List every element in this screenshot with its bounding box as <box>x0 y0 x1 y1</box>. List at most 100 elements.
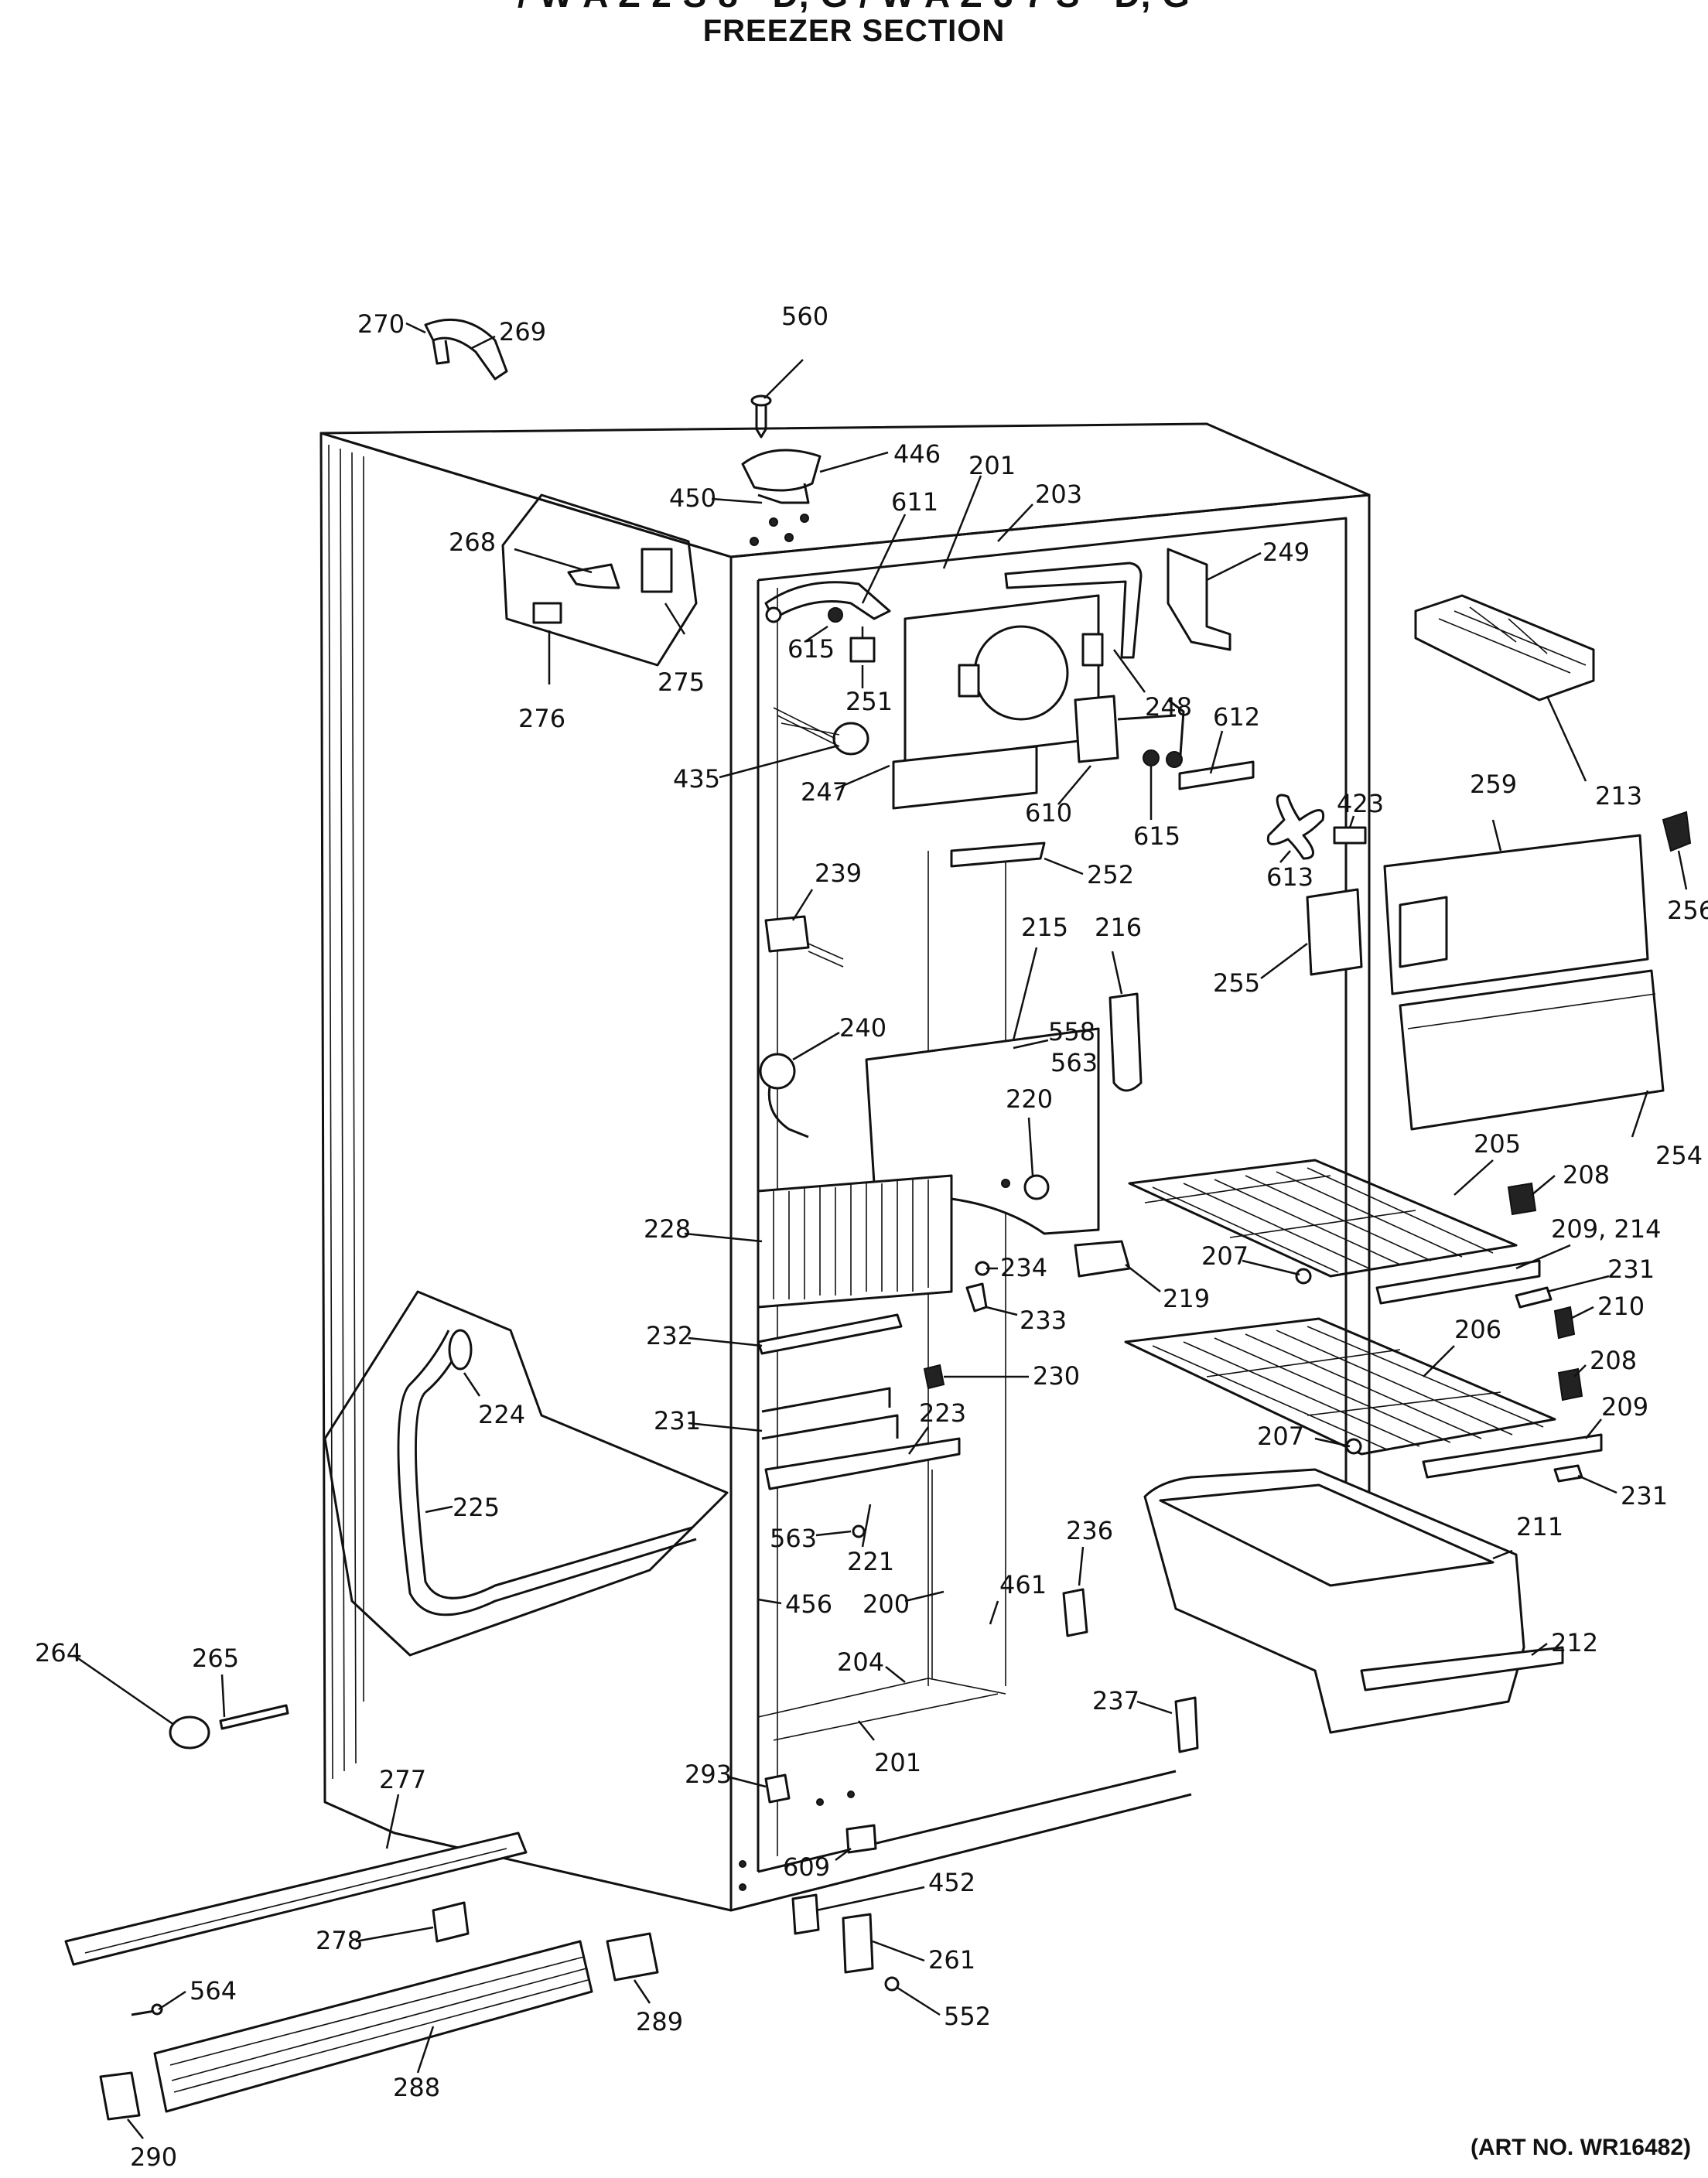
part-249-bracket <box>1167 548 1231 651</box>
callout-456: 456 <box>785 1589 832 1619</box>
part-610-fan-motor <box>1074 695 1185 766</box>
part-205-shelf <box>1128 1159 1518 1278</box>
part-293-609-452-261-552 <box>764 1773 900 1992</box>
part-615-grommets <box>1143 749 1183 768</box>
callout-208-b: 208 <box>1590 1346 1637 1375</box>
callout-212: 212 <box>1551 1628 1598 1657</box>
page-title-partial: / W A Z 2 S 8 - D, G / W A Z 3 7 S - D, … <box>0 0 1708 15</box>
part-611-615-bracket <box>764 581 891 623</box>
part-248-tube <box>1004 562 1143 659</box>
callout-219: 219 <box>1163 1284 1210 1313</box>
callout-224: 224 <box>478 1400 525 1429</box>
callout-237: 237 <box>1092 1686 1139 1715</box>
callout-239: 239 <box>815 859 862 888</box>
callout-213: 213 <box>1595 781 1642 811</box>
callout-609: 609 <box>783 1852 830 1882</box>
callout-270: 270 <box>357 309 405 339</box>
callout-450: 450 <box>669 483 716 513</box>
callout-290: 290 <box>130 2142 177 2172</box>
callout-613: 613 <box>1266 862 1313 892</box>
callout-276: 276 <box>518 704 565 733</box>
callout-288: 288 <box>393 2073 440 2102</box>
callout-289: 289 <box>636 2007 683 2036</box>
part-259-ice-bucket-cover <box>1383 834 1649 995</box>
callout-268: 268 <box>449 527 496 557</box>
section-title: FREEZER SECTION <box>702 14 1006 48</box>
callout-251: 251 <box>845 687 893 716</box>
callout-220: 220 <box>1006 1084 1053 1114</box>
callout-611: 611 <box>891 487 938 517</box>
callout-231-c: 231 <box>1621 1481 1668 1511</box>
callout-461: 461 <box>999 1570 1047 1599</box>
part-288-toe-grille <box>153 1940 593 2113</box>
callout-610: 610 <box>1025 798 1072 828</box>
part-252-grille <box>950 842 1046 868</box>
callout-232: 232 <box>646 1321 693 1350</box>
part-230-valve <box>923 1364 945 1390</box>
part-236-237-hinges <box>1062 1588 1199 1753</box>
callout-233: 233 <box>1020 1306 1067 1335</box>
callout-249: 249 <box>1262 538 1310 567</box>
callout-564: 564 <box>190 1976 237 2006</box>
callout-563: 563 <box>1050 1048 1098 1077</box>
part-423-sensor <box>1333 826 1367 845</box>
part-564-screw <box>131 2003 163 2016</box>
callout-209: 209 <box>1601 1392 1648 1422</box>
part-269-270-tube <box>424 318 508 381</box>
part-612-bracket <box>1178 760 1255 790</box>
part-211-212-freezer-basket <box>1143 1468 1564 1734</box>
callout-207: 207 <box>1201 1241 1249 1271</box>
callout-446: 446 <box>893 439 941 469</box>
part-435-lamp-socket <box>773 707 869 756</box>
callout-204: 204 <box>837 1647 884 1677</box>
part-234-233-clips <box>965 1261 990 1313</box>
callout-228: 228 <box>644 1214 691 1244</box>
callout-615: 615 <box>787 634 835 664</box>
part-255-cover <box>1306 888 1363 976</box>
part-228-evaporator <box>757 1174 953 1309</box>
callout-254: 254 <box>1655 1141 1703 1170</box>
callout-560: 560 <box>781 302 828 331</box>
callout-206: 206 <box>1454 1315 1501 1344</box>
part-254-panel <box>1399 969 1665 1131</box>
callout-261: 261 <box>928 1945 975 1975</box>
callout-265: 265 <box>192 1644 239 1673</box>
part-247-fan-housing <box>892 594 1104 810</box>
callout-563-b: 563 <box>770 1524 817 1553</box>
callout-269: 269 <box>499 317 546 346</box>
callout-423: 423 <box>1337 789 1384 818</box>
leader-lines <box>73 322 1688 2139</box>
callout-236: 236 <box>1066 1516 1113 1545</box>
part-213-ice-tray <box>1414 594 1595 702</box>
part-277-toe-grille-bracket <box>64 1832 528 1966</box>
callout-247: 247 <box>801 777 848 807</box>
callout-615-b: 615 <box>1133 821 1180 851</box>
part-289-290-end-caps <box>99 1932 659 2121</box>
callout-252: 252 <box>1087 860 1134 889</box>
callout-264: 264 <box>35 1638 82 1668</box>
part-239-relay <box>764 915 844 968</box>
callout-201-b: 201 <box>874 1748 921 1777</box>
callout-223: 223 <box>919 1398 966 1428</box>
callout-275: 275 <box>658 667 705 697</box>
callout-234: 234 <box>1000 1253 1047 1282</box>
callout-210: 210 <box>1597 1292 1645 1321</box>
callout-215: 215 <box>1021 913 1068 942</box>
callout-230: 230 <box>1033 1361 1080 1391</box>
part-216-channel <box>1108 992 1143 1092</box>
callout-207-b: 207 <box>1257 1422 1304 1451</box>
part-232-drain-trough <box>757 1313 903 1355</box>
callout-612: 612 <box>1213 702 1260 732</box>
callout-277: 277 <box>379 1765 426 1794</box>
callout-231: 231 <box>1607 1255 1655 1284</box>
callout-208: 208 <box>1563 1160 1610 1190</box>
callout-216: 216 <box>1095 913 1142 942</box>
part-251-switch <box>849 626 876 663</box>
part-225-drain-hose-group <box>323 1290 729 1657</box>
part-209-rails <box>1375 1259 1603 1479</box>
callout-278: 278 <box>316 1926 363 1955</box>
callout-256: 256 <box>1667 896 1708 925</box>
art-number: (ART NO. WR16482) <box>1470 2135 1691 2160</box>
part-278-bracket <box>432 1901 470 1943</box>
